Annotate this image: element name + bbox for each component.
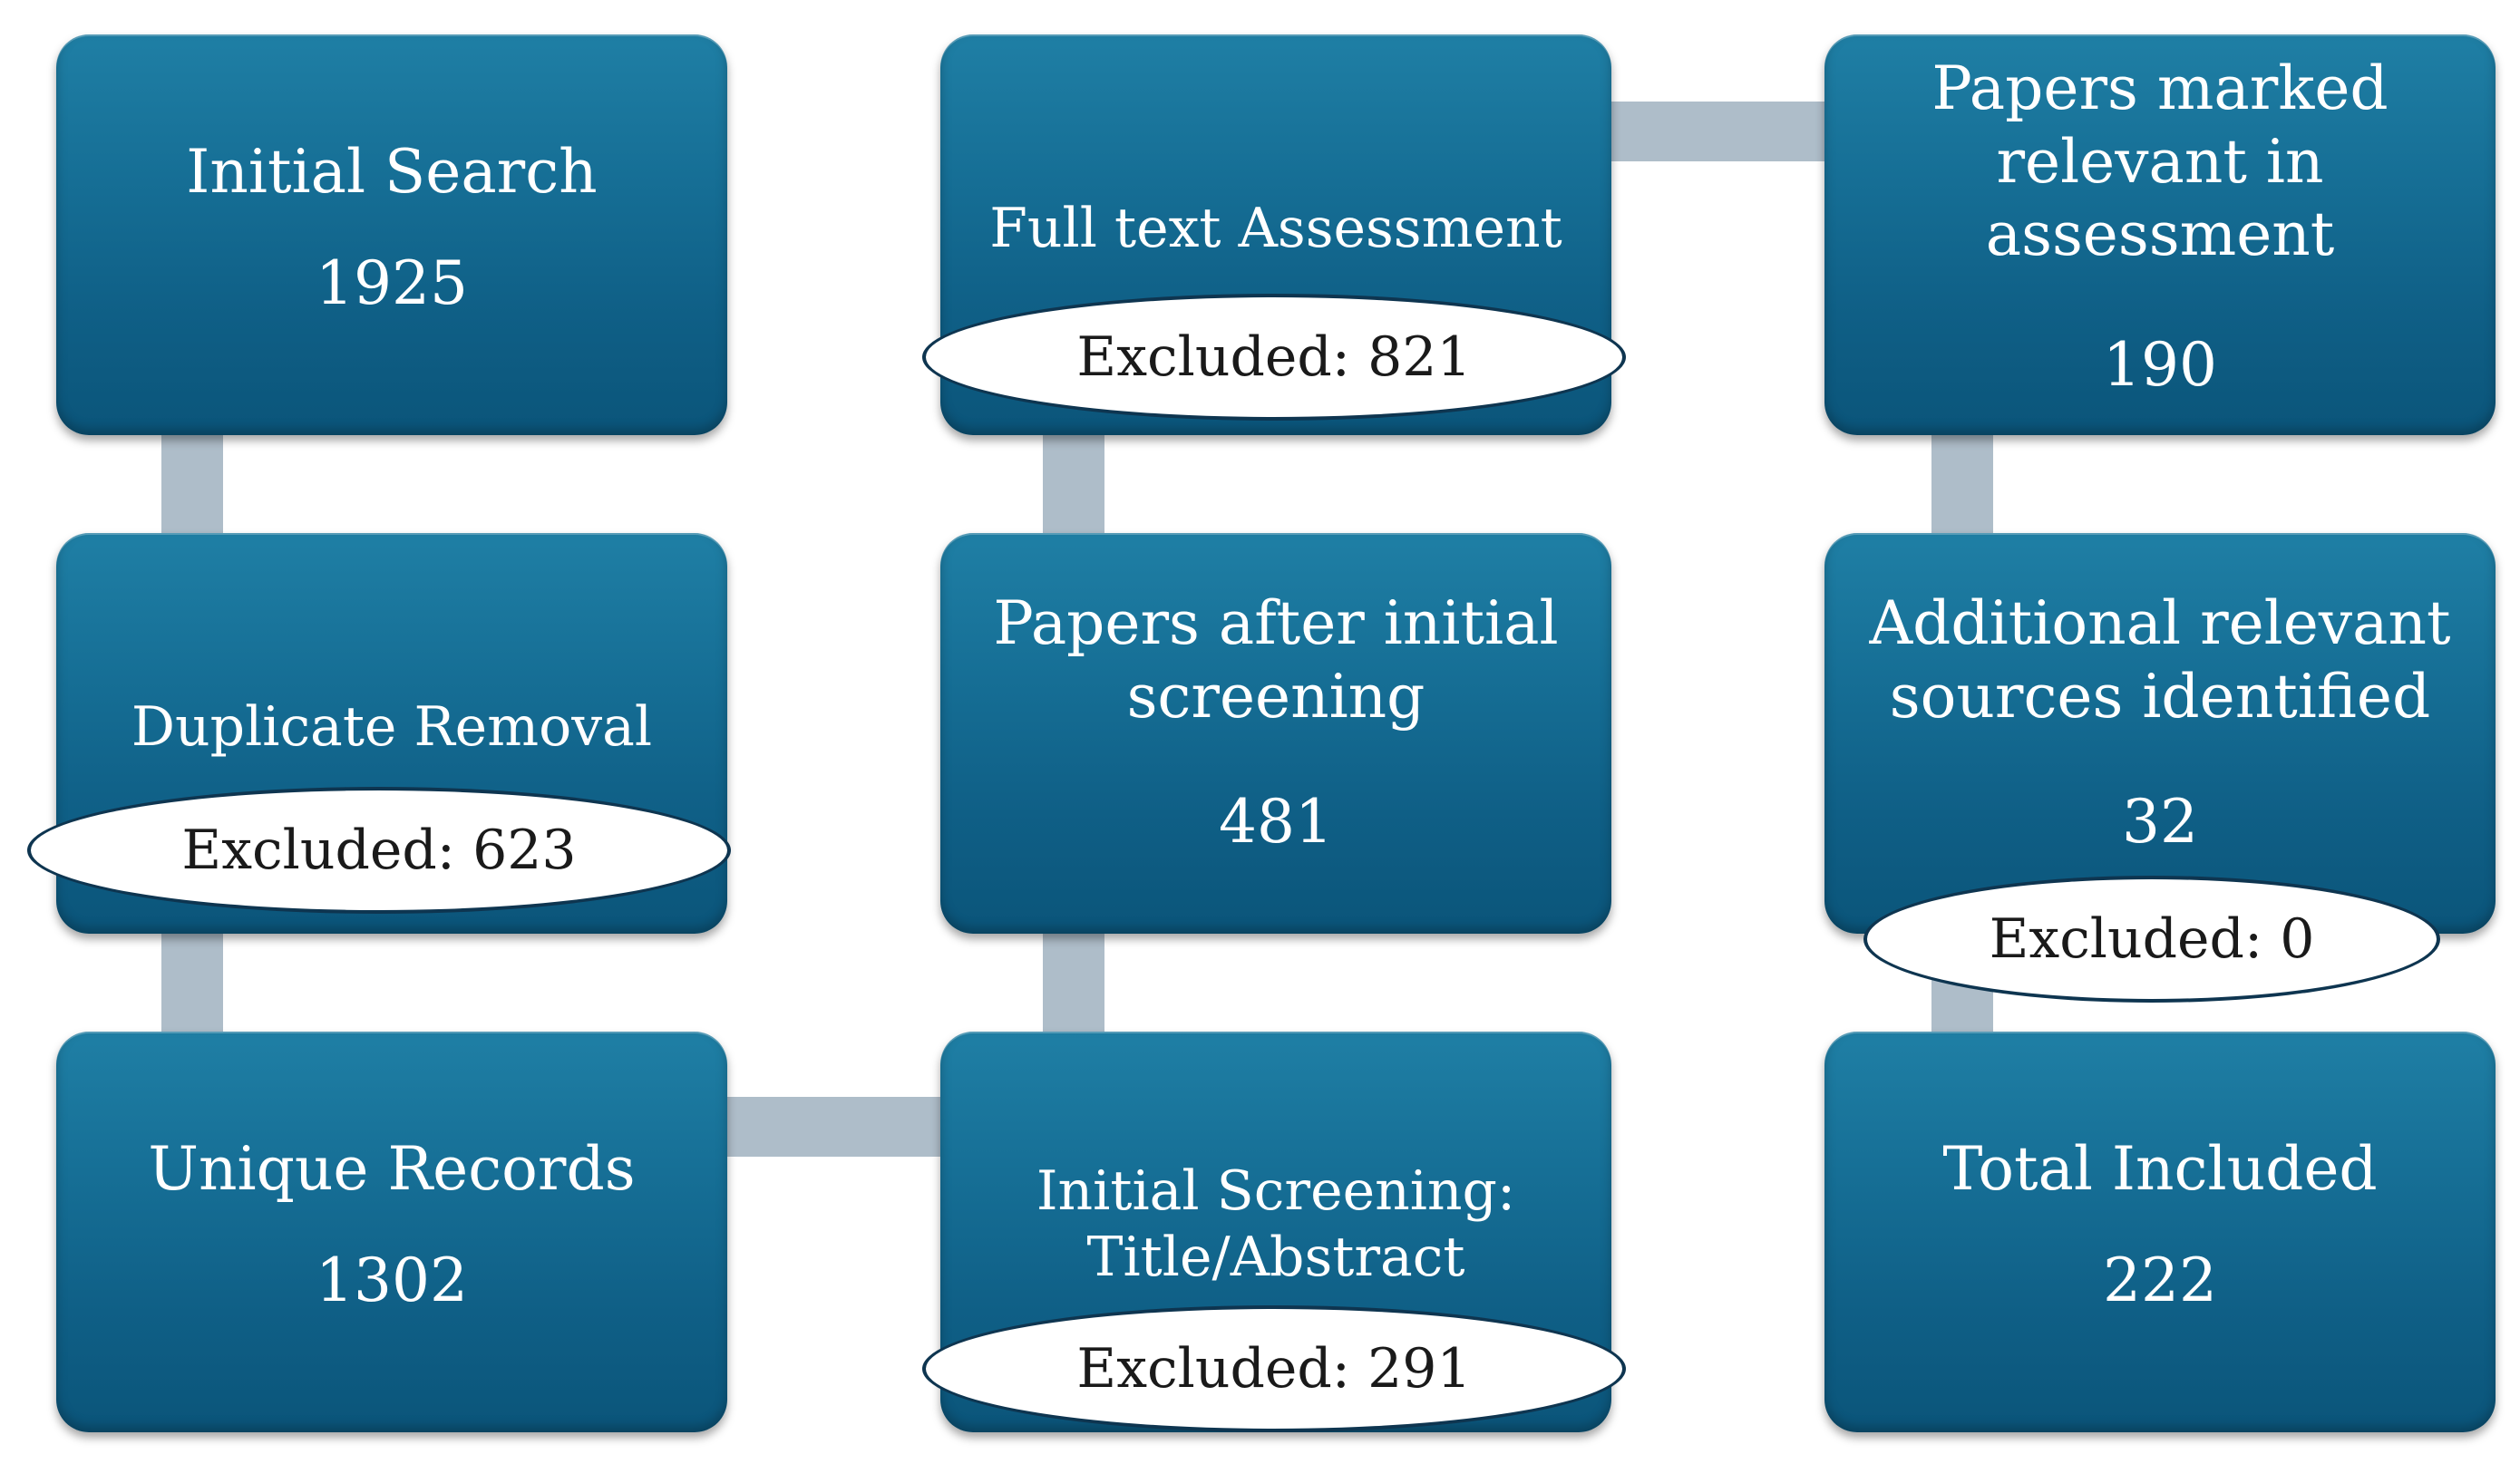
connector-screening-papers <box>1043 925 1104 1042</box>
unique-records-count: 1302 <box>316 1246 468 1315</box>
papers-after-screening-count: 481 <box>1219 787 1333 857</box>
connector-duplicate-unique <box>161 925 223 1042</box>
duplicate-removal-title: Duplicate Removal <box>131 695 653 759</box>
papers-after-screening-box: Papers after initial screening 481 <box>940 533 1611 934</box>
connector-papers-fulltext <box>1043 426 1104 544</box>
connector-fulltext-relevant <box>1601 102 1845 161</box>
total-included-count: 222 <box>2103 1246 2217 1315</box>
initial-search-title: Initial Search <box>186 137 598 207</box>
full-text-assessment-excluded: Excluded: 821 <box>922 294 1626 421</box>
additional-sources-excluded: Excluded: 0 <box>1863 876 2440 1003</box>
additional-sources-count: 32 <box>2122 787 2198 857</box>
papers-marked-relevant-title: Papers marked relevant in assessment <box>1931 53 2389 270</box>
papers-after-screening-title: Papers after initial screening <box>993 588 1559 732</box>
connector-search-duplicate <box>161 426 223 544</box>
duplicate-removal-excluded: Excluded: 623 <box>27 787 731 914</box>
papers-marked-relevant-count: 190 <box>2103 330 2217 400</box>
initial-screening-excluded: Excluded: 291 <box>922 1305 1626 1432</box>
total-included-box: Total Included 222 <box>1824 1032 2496 1432</box>
connector-relevant-additional <box>1931 426 1993 544</box>
unique-records-box: Unique Records 1302 <box>56 1032 727 1432</box>
unique-records-title: Unique Records <box>148 1134 636 1204</box>
initial-search-box: Initial Search 1925 <box>56 34 727 435</box>
additional-sources-box: Additional relevant sources identified 3… <box>1824 533 2496 934</box>
papers-marked-relevant-box: Papers marked relevant in assessment 190 <box>1824 34 2496 435</box>
initial-search-count: 1925 <box>316 248 468 318</box>
initial-screening-title: Initial Screening: Title/Abstract <box>1036 1159 1516 1290</box>
additional-sources-title: Additional relevant sources identified <box>1869 588 2451 732</box>
total-included-title: Total Included <box>1942 1134 2378 1204</box>
connector-unique-screening <box>716 1097 952 1157</box>
full-text-assessment-title: Full text Assessment <box>989 197 1562 260</box>
